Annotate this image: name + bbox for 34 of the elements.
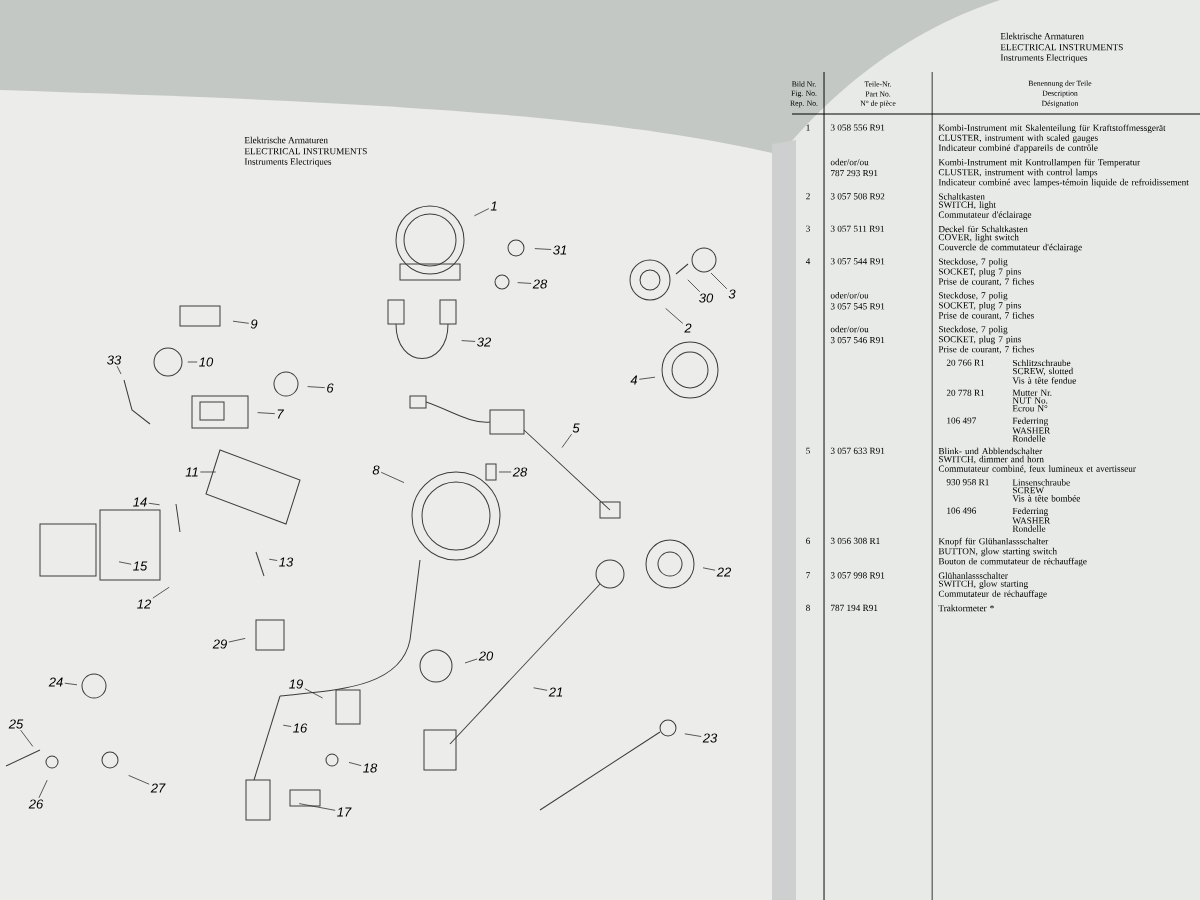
leader-line bbox=[534, 248, 552, 250]
leader-line bbox=[152, 586, 170, 599]
leader-line bbox=[187, 361, 198, 363]
leader-line bbox=[64, 682, 78, 686]
leader-line bbox=[38, 779, 48, 799]
leader-line bbox=[118, 561, 132, 565]
leader-line bbox=[257, 412, 276, 415]
leader-line bbox=[461, 340, 476, 342]
leader-line bbox=[307, 386, 326, 389]
leader-line bbox=[561, 433, 573, 448]
leader-line bbox=[304, 688, 323, 699]
leader-line bbox=[20, 729, 34, 747]
leader-line bbox=[298, 803, 336, 811]
leader-line bbox=[148, 502, 160, 506]
leader-line bbox=[533, 687, 548, 691]
leader-line bbox=[665, 308, 684, 324]
leader-line bbox=[380, 471, 405, 483]
leader-line bbox=[702, 567, 716, 571]
leader-line bbox=[348, 762, 362, 767]
leader-line bbox=[116, 365, 122, 375]
leader-line bbox=[517, 282, 532, 284]
leader-line bbox=[128, 775, 150, 785]
leader-line bbox=[464, 658, 478, 664]
leader-line bbox=[638, 376, 656, 380]
leader-line bbox=[687, 279, 701, 293]
leader-line bbox=[268, 558, 278, 561]
leader-line bbox=[474, 208, 490, 217]
leader-line bbox=[199, 471, 217, 473]
leader-line bbox=[684, 733, 702, 737]
leader-line bbox=[710, 272, 728, 290]
leader-line bbox=[228, 638, 246, 643]
leader-line bbox=[498, 471, 512, 473]
leader-line bbox=[232, 320, 250, 324]
leader-line bbox=[282, 724, 292, 727]
